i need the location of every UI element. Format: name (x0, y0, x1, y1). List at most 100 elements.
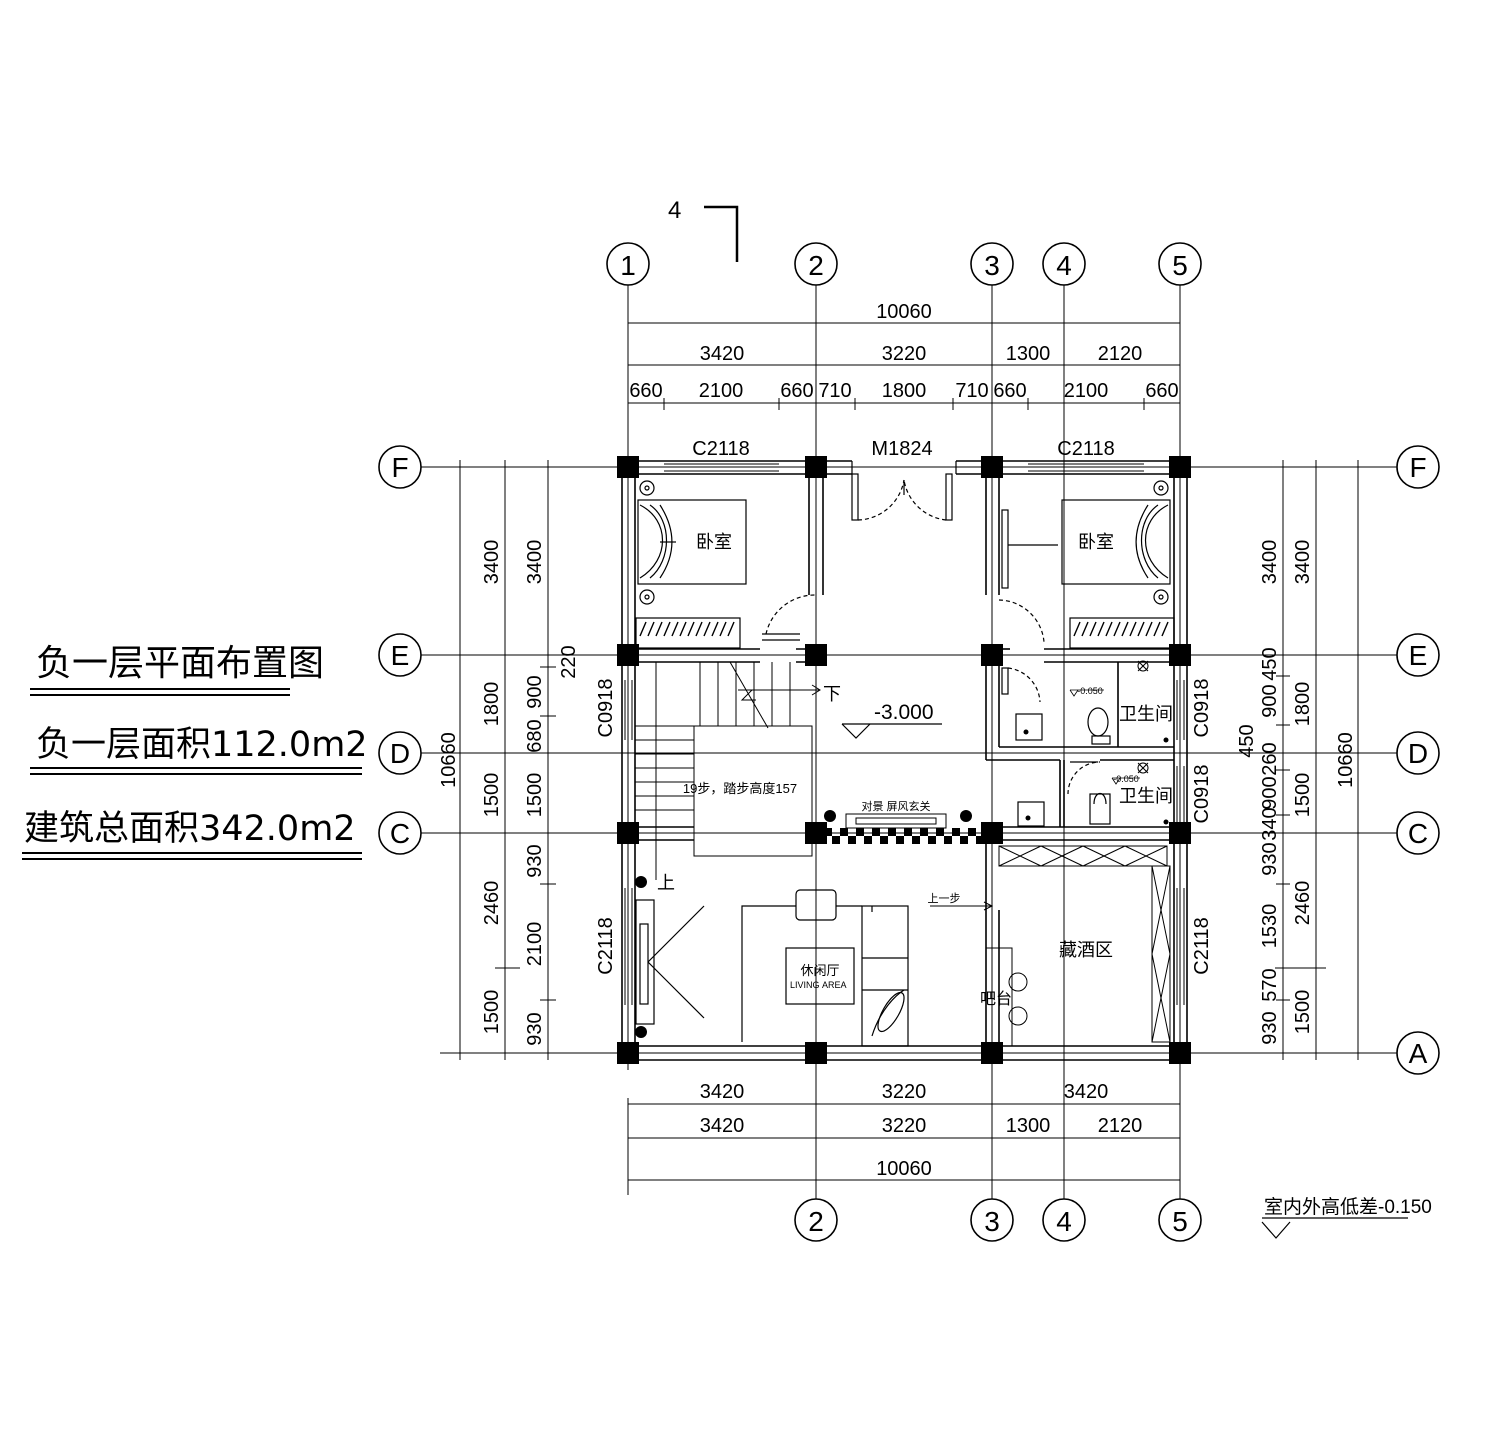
staircase (635, 661, 821, 880)
dim-bottom-row1: 3220 (882, 1081, 927, 1103)
floor-elevation-marker (841, 723, 942, 739)
grid-labels-right: F E D C A (1408, 452, 1428, 1069)
dim-top-bay: 2120 (1098, 343, 1143, 365)
dim-right-detail: 900 (1259, 684, 1281, 717)
wine-area (985, 845, 1171, 1047)
grid-label-right-C: C (1408, 818, 1428, 849)
bathroom-lower-label: 卫生间 (1119, 786, 1173, 806)
right-dimension-lines (1230, 460, 1368, 1060)
wine-area-label: 藏酒区 (1059, 940, 1113, 960)
dim-top-detail: 2100 (699, 380, 744, 402)
dim-left-detail: 1500 (524, 773, 546, 818)
dim-bottom-row1: 3420 (1064, 1081, 1109, 1103)
grid-bubbles-top (606, 242, 1202, 286)
bedroom-left-furniture (635, 480, 747, 649)
step-up-label: 上一步 (928, 892, 961, 905)
grid-label-1: 1 (620, 250, 636, 281)
dim-left-detail: 3400 (524, 540, 546, 585)
dim-right-bay: 3400 (1292, 540, 1314, 585)
dim-right-detail: 1530 (1259, 904, 1281, 949)
dim-bottom-row1: 3420 (700, 1081, 745, 1103)
title-underline (30, 694, 290, 696)
lounge-plants (635, 876, 647, 1038)
dim-top-bay: 3220 (882, 343, 927, 365)
dim-top-detail: 710 (818, 380, 851, 402)
dim-bottom-row2: 2120 (1098, 1115, 1143, 1137)
lounge-labels: 休闲厅 LIVING AREA (790, 963, 847, 990)
section-mark: 4 (668, 197, 739, 262)
bathroom-dots (1023, 729, 1169, 825)
door-label-main: M1824 (871, 438, 932, 460)
bottom-dimension-texts: 3420 3220 3420 3420 3220 1300 2120 10060 (700, 1081, 1143, 1180)
dim-right-bay: 2460 (1292, 881, 1314, 926)
lounge-label-en-1: LIVING (790, 980, 820, 990)
dim-right-detail: 570 (1259, 968, 1281, 1001)
grid-label-2: 2 (808, 250, 824, 281)
dim-left-detail: 900 (524, 675, 546, 708)
window-labels: C2118 M1824 C2118 C0918 C2118 C0918 C091… (595, 438, 1213, 975)
wardrobe-left (639, 621, 735, 637)
dim-right-bay: 1500 (1292, 773, 1314, 818)
dim-top-detail: 660 (780, 380, 813, 402)
stair-up-label: 上 (657, 873, 675, 893)
bath-elevation-lower: -0.050 (1113, 774, 1139, 784)
windows (624, 463, 1185, 1005)
dim-left-bay: 2460 (481, 881, 503, 926)
left-dimension-texts: 10660 3400 1800 1500 2460 1500 3400 220 … (438, 540, 580, 1046)
step-up-marker (930, 901, 994, 911)
dim-bottom-row2: 3420 (700, 1115, 745, 1137)
grid-label-left-E: E (391, 640, 410, 671)
dim-left-detail: 2100 (524, 922, 546, 967)
grid-label-right-F: F (1409, 452, 1426, 483)
grid-label-left-F: F (391, 452, 408, 483)
window-label-right-e: C0918 (1191, 679, 1213, 738)
lounge-furniture (635, 889, 909, 1047)
dim-right-detail: 260 (1259, 742, 1281, 775)
grid-label-bottom-4: 4 (1056, 1206, 1072, 1237)
left-dimension-lines (440, 460, 600, 1060)
floor-area-underline (30, 773, 362, 775)
level-note-marker (1261, 1217, 1408, 1239)
dim-left-bay: 1800 (481, 682, 503, 727)
dim-top-total: 10060 (876, 301, 932, 323)
grid-labels-top: 1 2 3 4 5 (620, 250, 1188, 281)
floor-area-underline (30, 767, 362, 769)
drawing-title: 负一层平面布置图 (36, 643, 325, 684)
dim-right-bay: 1800 (1292, 682, 1314, 727)
floor-area-text: 负一层面积112.0m2 (36, 725, 368, 765)
bedroom-labels: 卧室 卧室 (696, 532, 1114, 552)
lounge-label-cn: 休闲厅 (800, 963, 839, 978)
stair-down-label: 下 (823, 684, 841, 704)
grid-label-right-D: D (1408, 738, 1428, 769)
dim-left-bay: 1500 (481, 990, 503, 1035)
level-note: 室内外高低差-0.150 (1264, 1196, 1432, 1218)
window-label-left-d: C0918 (595, 679, 617, 738)
bath-elevation-marks (1069, 689, 1140, 785)
grid-label-4: 4 (1056, 250, 1072, 281)
dim-right-bay: 1500 (1292, 990, 1314, 1035)
dim-bottom-total: 10060 (876, 1158, 932, 1180)
dim-top-detail: 660 (629, 380, 662, 402)
screen-note: 对景 屏风玄关 (861, 799, 930, 813)
dim-right-detail: 3400 (1259, 540, 1281, 585)
doors (762, 461, 1101, 795)
bar-label: 吧台 (980, 990, 1012, 1008)
window-label-top-left: C2118 (692, 438, 749, 460)
dim-bottom-row2: 3220 (882, 1115, 927, 1137)
stair-note: 19步，踏步高度157 (683, 781, 797, 796)
dim-top-detail: 660 (993, 380, 1026, 402)
entry-screen (845, 813, 947, 829)
dim-right-detail: 900 (1259, 776, 1281, 809)
wardrobe-right (1073, 621, 1169, 637)
grid-label-right-A: A (1409, 1038, 1428, 1069)
dim-top-bay: 1300 (1006, 343, 1051, 365)
dim-left-detail: 930 (524, 1012, 546, 1045)
dim-top-detail: 710 (955, 380, 988, 402)
top-dimension-lines (627, 318, 1181, 410)
grid-label-left-D: D (390, 738, 410, 769)
structural-columns (617, 456, 1191, 1064)
dim-left-bay: 1500 (481, 773, 503, 818)
bathroom-fixtures (1015, 707, 1111, 827)
grid-bubbles-right (1396, 445, 1440, 1075)
grid-bubbles-left (378, 445, 422, 855)
